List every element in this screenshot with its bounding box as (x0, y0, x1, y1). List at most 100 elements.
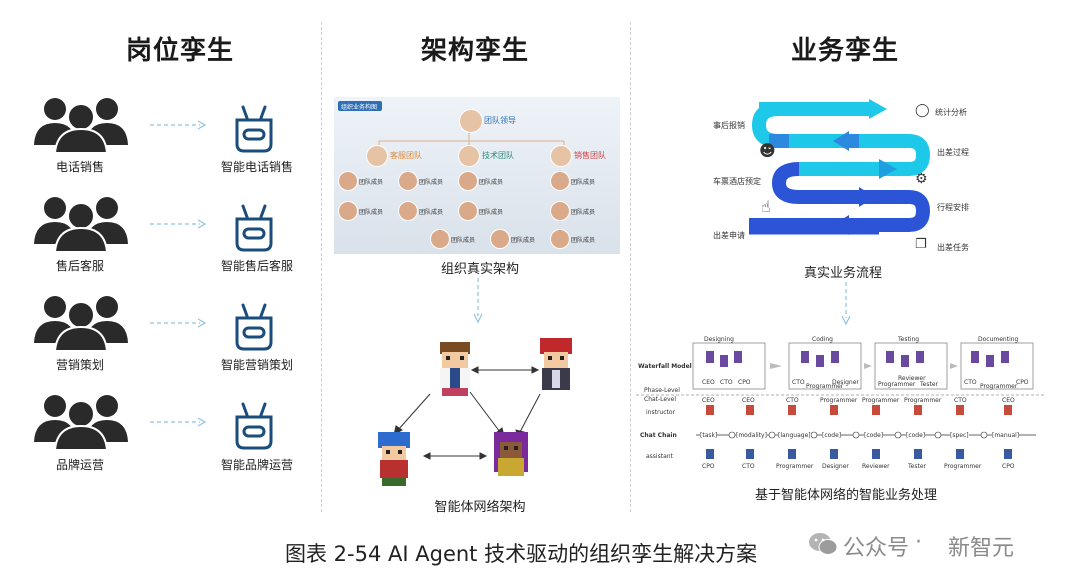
job-role-label: 品牌运营 (55, 458, 104, 472)
copy-icon: ❐ (915, 237, 927, 252)
chat-role-bottom: Tester (908, 463, 926, 470)
org-member-label: 团队成员 (451, 237, 476, 244)
avatar (366, 145, 388, 167)
org-member-label: 团队成员 (511, 237, 536, 244)
people-group-icon (34, 395, 128, 450)
phase-label: Testing (898, 336, 920, 343)
avatar (398, 171, 418, 191)
section-title-job: 岗位孪生 (125, 36, 234, 66)
avatar (458, 201, 478, 221)
instructor-label: instructor (646, 409, 676, 416)
chat-role-top: CEO (742, 397, 755, 404)
chat-role-bottom: CPO (1002, 463, 1015, 470)
chat-role-top: Programmer (904, 397, 942, 404)
chat-role-bottom: Designer (822, 463, 849, 470)
robot-agent-icon (235, 204, 273, 252)
chat-role-top: Programmer (862, 397, 900, 404)
chat-role-top: CEO (702, 397, 715, 404)
thumbs-up-icon: ☝ (761, 197, 771, 216)
business-flow-panel: 事后报销 车票酒店预定 出差申请 ☻ ☝ ◯ ⚙ ❐ 统计分析 出差过程 行程安… (709, 97, 977, 258)
flow-step-left: 出差申请 (713, 231, 745, 240)
dashed-arrow (150, 318, 206, 328)
agent-role-label: 智能电话销售 (220, 160, 293, 174)
robot-agent-icon (235, 402, 273, 450)
chat-chain-label: Chat Chain (640, 432, 677, 439)
org-chart-panel: 组织业务构图 团队领导 客服团队 技术团队 销售团队 团队成员 团队成员 团队成… (334, 97, 620, 254)
dashed-arrow-down (473, 278, 483, 324)
chain-token: [code] (822, 432, 842, 439)
avatar (430, 229, 450, 249)
flow-step-right: 统计分析 (935, 108, 967, 117)
chat-role-top: CTO (954, 397, 967, 404)
chat-role-bottom: Programmer (944, 463, 982, 470)
mas-caption: 基于智能体网络的智能业务处理 (754, 488, 937, 503)
flow-step-right: 出差任务 (937, 243, 969, 252)
avatar (398, 201, 418, 221)
dashed-arrow-down (841, 282, 851, 326)
chart-icon: ◯ (915, 103, 930, 118)
chat-role-bottom: Reviewer (862, 463, 890, 470)
job-role-label: 售后客服 (55, 259, 104, 273)
pixel-agent-avatar (378, 432, 410, 486)
people-group-icon (34, 197, 128, 252)
dashed-arrow (150, 219, 206, 229)
job-role-label: 电话销售 (55, 160, 104, 174)
workflow-lines (636, 342, 1044, 459)
org-connectors (378, 133, 565, 145)
chat-role-top: CEO (1002, 397, 1015, 404)
phase-role: CPO (738, 379, 751, 386)
robot-agent-icon (235, 303, 273, 351)
org-caption: 组织真实架构 (440, 262, 519, 277)
phase-role: Reviewer (898, 375, 926, 382)
serpentine-flow-arrow (749, 99, 931, 235)
org-team-label: 销售团队 (574, 151, 606, 160)
watermark-sep: · (915, 530, 922, 555)
chat-role-top: CTO (786, 397, 799, 404)
flow-step-right: 出差过程 (937, 148, 969, 157)
phase-label: Designing (704, 336, 734, 343)
phase-label: Coding (812, 336, 833, 343)
chain-token: [code] (906, 432, 926, 439)
avatar (458, 171, 478, 191)
chat-role-top: Programmer (820, 397, 858, 404)
gear-icon: ⚙ (915, 171, 928, 187)
dashed-arrow (150, 120, 206, 130)
agent-role-label: 智能售后客服 (220, 259, 293, 273)
phase-role: Programmer (980, 383, 1018, 390)
section-divider (321, 22, 322, 512)
flow-caption: 真实业务流程 (803, 266, 882, 281)
chat-role-bottom: CPO (702, 463, 715, 470)
avatar (458, 145, 480, 167)
chain-token: [modality] (736, 432, 767, 439)
phase-level-label: Phase-Level (644, 387, 680, 394)
org-member-label: 团队成员 (571, 179, 596, 186)
avatar (550, 229, 570, 249)
agent-role-label: 智能品牌运营 (220, 458, 293, 472)
agent-role-label: 智能营销策划 (220, 358, 293, 372)
phase-label: Documenting (978, 336, 1019, 343)
agent-net-caption: 智能体网络架构 (434, 500, 526, 515)
avatar (550, 201, 570, 221)
people-group-icon (34, 98, 128, 153)
org-member-label: 团队成员 (359, 209, 384, 216)
chain-token: [spec] (950, 432, 969, 439)
avatar (338, 201, 358, 221)
phase-role: CTO (964, 379, 977, 386)
phase-role: CTO (792, 379, 805, 386)
phase-role: Tester (920, 381, 938, 388)
dashed-arrow (150, 417, 206, 427)
org-member-label: 团队成员 (479, 179, 504, 186)
wechat-icon (808, 531, 838, 557)
watermark-brand: 新智元 (948, 536, 1015, 561)
phase-role: CPO (1016, 379, 1029, 386)
chain-token: [task] (700, 432, 718, 439)
org-header-tag: 组织业务构图 (338, 101, 382, 111)
org-member-label: 团队成员 (419, 179, 444, 186)
section-title-biz: 业务孪生 (790, 36, 899, 66)
avatar (550, 145, 572, 167)
avatar (338, 171, 358, 191)
flow-step-left: 车票酒店预定 (713, 177, 761, 186)
avatar (490, 229, 510, 249)
avatar (550, 171, 570, 191)
flow-step-right: 行程安排 (937, 203, 969, 212)
